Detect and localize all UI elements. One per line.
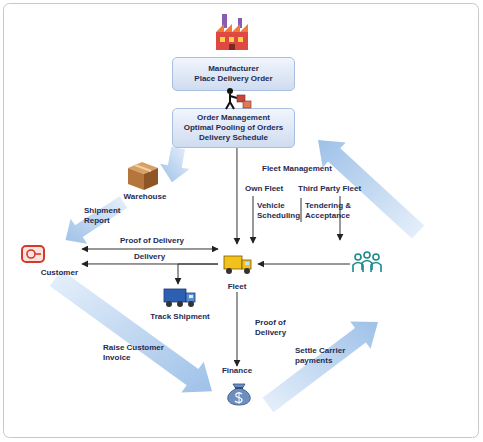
- fleet-node: Fleet: [218, 244, 256, 292]
- connector-line: [82, 263, 218, 264]
- node-text: Fleet: [218, 282, 256, 292]
- truck-icon: [224, 256, 251, 274]
- warehouse-icon: [128, 162, 158, 190]
- node-text: Optimal Pooling of Orders: [184, 123, 284, 133]
- edge-label: Proof of Delivery: [120, 236, 210, 246]
- node-text: Delivery Schedule: [199, 133, 268, 143]
- flow-arrow: [160, 147, 190, 182]
- customer-node: Customer: [16, 240, 82, 278]
- node-text: Track Shipment: [142, 312, 218, 322]
- flow-label: Settle Carrier payments: [295, 346, 365, 366]
- fleet-line: [253, 196, 254, 243]
- factory-icon: [216, 14, 248, 50]
- separator-line: [301, 198, 302, 222]
- node-text: Place Delivery Order: [194, 74, 272, 84]
- shipment-node: Track Shipment: [142, 284, 218, 322]
- connector-line: [178, 264, 218, 284]
- node-text: Finance: [212, 366, 262, 376]
- finance-node: Finance: [212, 366, 262, 408]
- edge-label: Raise Customer Invoice: [103, 343, 183, 363]
- edge-label: Shipment Report: [84, 206, 136, 226]
- node-text: Warehouse: [118, 192, 172, 202]
- customer-icon: [22, 246, 44, 262]
- edge-label: Delivery: [134, 252, 184, 262]
- frame: [4, 4, 479, 438]
- edge-label: Proof of Delivery: [255, 318, 299, 338]
- process-step: Vehicle Scheduling: [257, 201, 307, 221]
- shipment-truck-icon: [164, 289, 195, 307]
- carrier-people-icon: [353, 252, 381, 272]
- node-text: Customer: [16, 268, 78, 278]
- process-step: Tendering & Acceptance: [305, 201, 365, 221]
- group-heading: Fleet Management: [262, 164, 352, 174]
- process-box: Order ManagementOptimal Pooling of Order…: [172, 108, 295, 148]
- person-icon: [226, 88, 251, 109]
- node-text: Manufacturer: [208, 64, 259, 74]
- node-text: Order Management: [197, 113, 270, 123]
- fleet-type: Own Fleet: [245, 184, 297, 194]
- connector-line: [236, 148, 237, 244]
- flow-arrow: [50, 270, 212, 393]
- warehouse-node: Warehouse: [118, 158, 172, 202]
- connector-line: [82, 248, 218, 249]
- connector-line: [237, 292, 238, 366]
- fleet-type: Third Party Fleet: [298, 184, 383, 194]
- moneybag-icon: [228, 384, 251, 405]
- carrier-line: [258, 264, 350, 265]
- process-box: ManufacturerPlace Delivery Order: [172, 57, 295, 91]
